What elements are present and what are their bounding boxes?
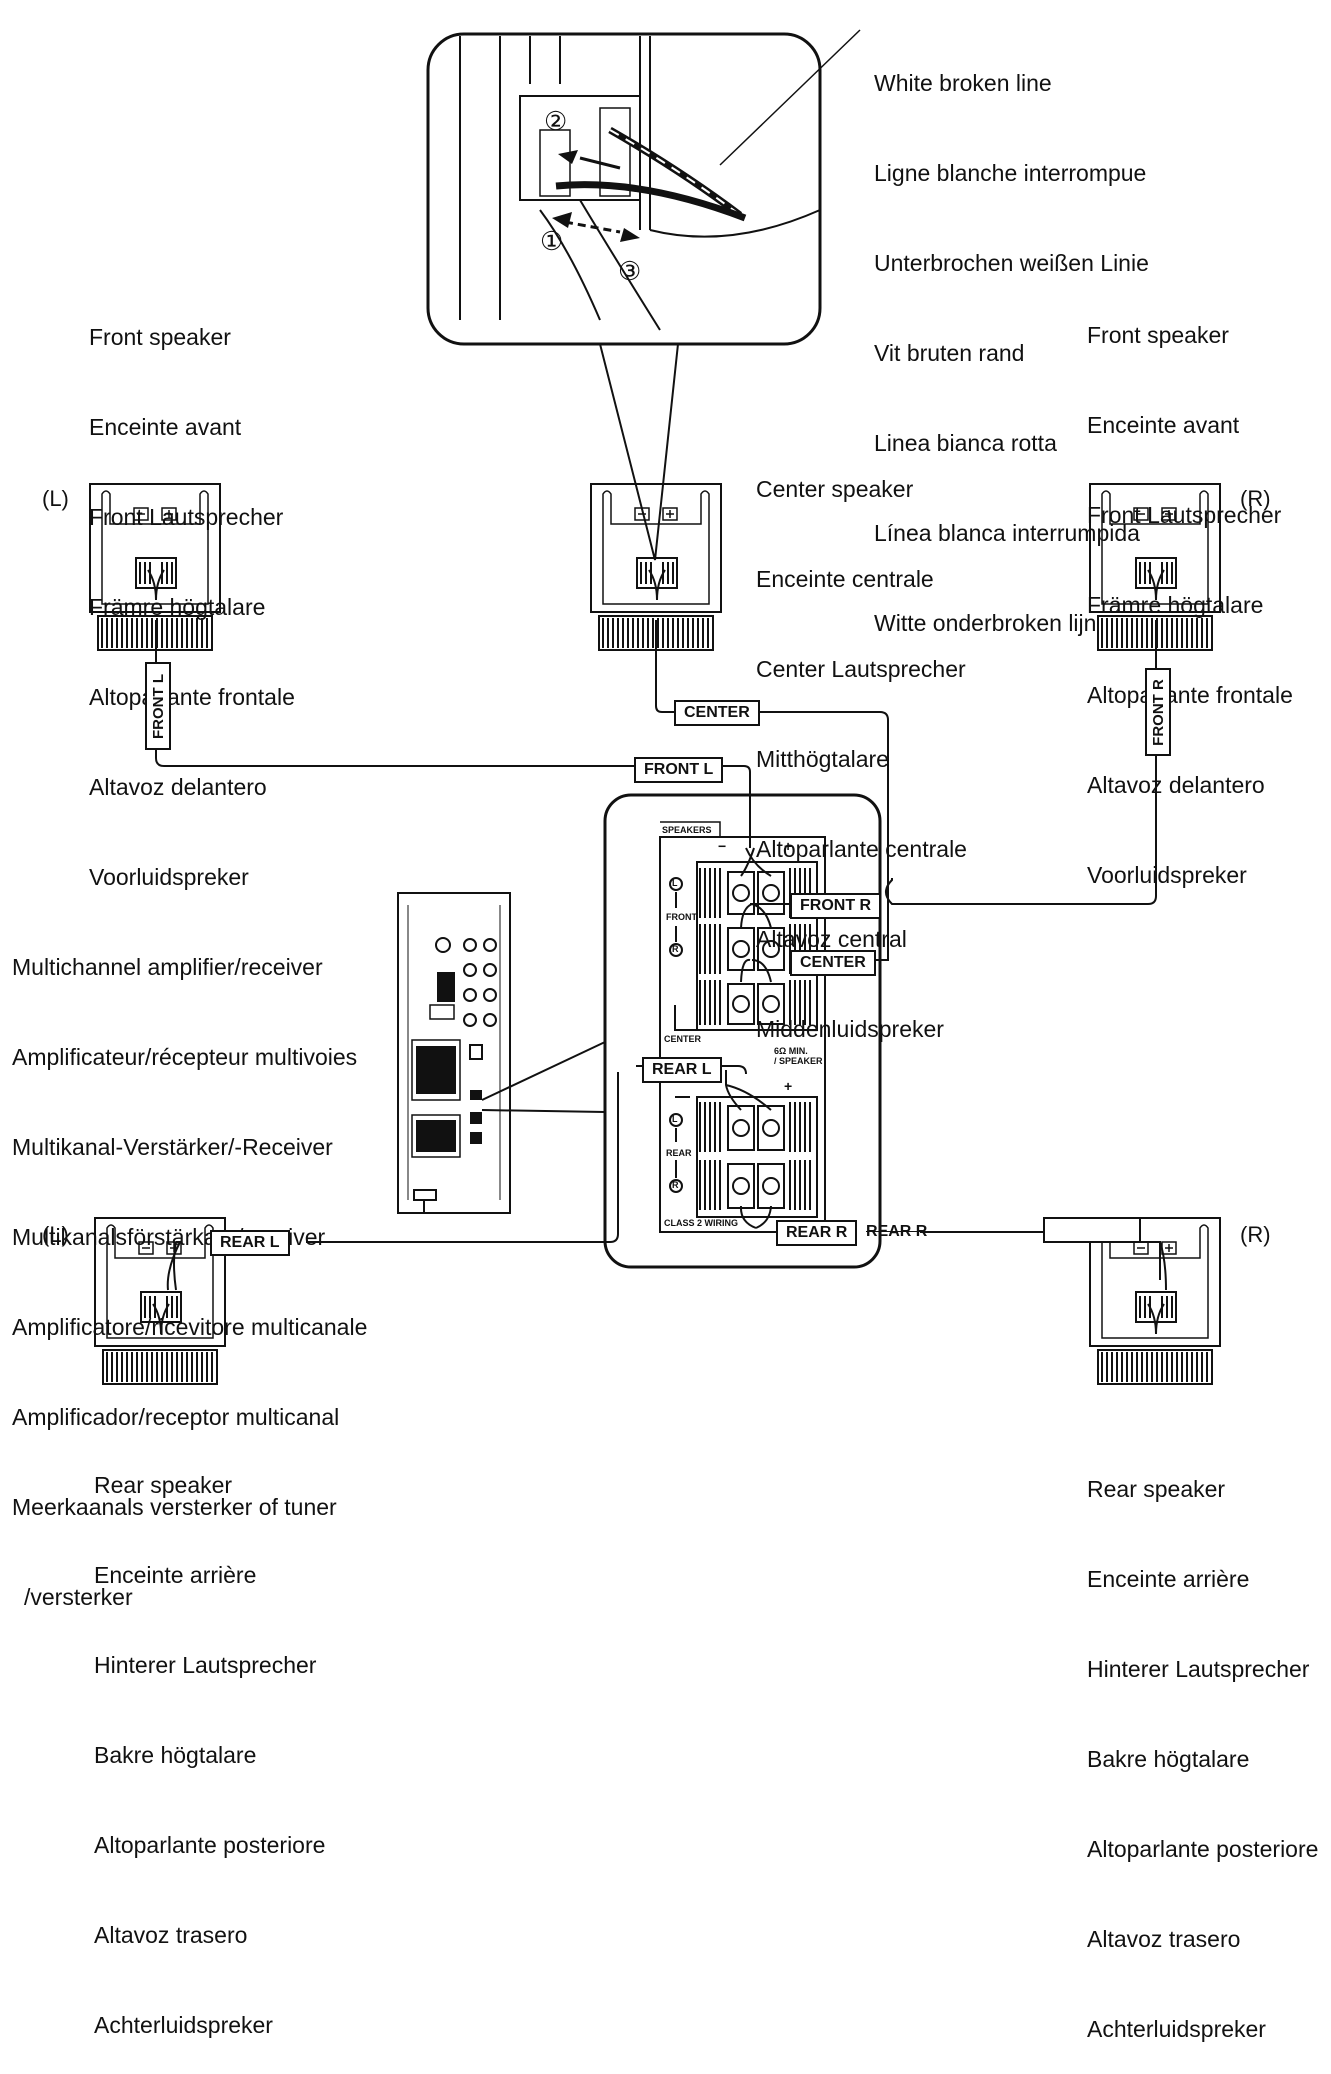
rear-left-label: Altoparlante posteriore bbox=[94, 1832, 326, 1858]
center-panel-cable-tag: CENTER bbox=[790, 950, 876, 976]
panel-front-label: FRONT bbox=[666, 912, 697, 922]
amplifier-label: Amplificateur/récepteur multivoies bbox=[12, 1044, 358, 1070]
amplifier-label: /versterker bbox=[24, 1584, 133, 1610]
rear-l-panel-cable-tag: REAR L bbox=[642, 1057, 722, 1083]
amplifier-label: Multikanal-Verstärker/-Receiver bbox=[12, 1134, 333, 1160]
amplifier-labels: Multichannel amplifier/receiver Amplific… bbox=[12, 892, 367, 1642]
rear-left-speaker-labels: Rear speaker Enceinte arrière Hinterer L… bbox=[94, 1410, 325, 2070]
rear-right-label: Altoparlante posteriore bbox=[1087, 1836, 1319, 1862]
front-right-label: Altoparlante frontale bbox=[1087, 682, 1293, 708]
panel-minus-label: − bbox=[718, 838, 727, 854]
rear-right-label: Altavoz trasero bbox=[1087, 1926, 1241, 1952]
center-label: Altavoz central bbox=[756, 926, 907, 952]
panel-rear-l-label: L bbox=[672, 1114, 678, 1124]
rear-right-label: Rear speaker bbox=[1087, 1476, 1226, 1502]
amplifier-label: Meerkaanals versterker of tuner bbox=[12, 1494, 337, 1520]
rear-left-side-label: (L) bbox=[42, 1222, 69, 1247]
rear-right-label: Bakre högtalare bbox=[1087, 1746, 1250, 1772]
panel-wiring-label: CLASS 2 WIRING bbox=[664, 1218, 739, 1228]
rear-right-label: Enceinte arrière bbox=[1087, 1566, 1250, 1592]
rear-left-label: Achterluidspreker bbox=[94, 2012, 273, 2038]
rear-left-label: Hinterer Lautsprecher bbox=[94, 1652, 317, 1678]
front-right-label: Front speaker bbox=[1087, 322, 1229, 348]
panel-r-label: R bbox=[672, 944, 679, 954]
callout-white-broken-line-labels: White broken line Ligne blanche interrom… bbox=[874, 8, 1149, 668]
front-right-label: Enceinte avant bbox=[1087, 412, 1240, 438]
panel-rear-label: REAR bbox=[666, 1148, 692, 1158]
front-left-label: Front Lautsprecher bbox=[89, 504, 284, 530]
front-r-cable-tag-vertical: FRONT R bbox=[1145, 668, 1171, 756]
front-right-label: Främre högtalare bbox=[1087, 592, 1264, 618]
rear-right-label: Achterluidspreker bbox=[1087, 2016, 1266, 2042]
rear-right-side-label: (R) bbox=[1240, 1222, 1271, 1247]
callout-label: Ligne blanche interrompue bbox=[874, 160, 1147, 186]
front-l-cable-tag: FRONT L bbox=[634, 757, 724, 783]
rear-r-overstrike-tag: REAR R bbox=[866, 1223, 928, 1240]
front-left-label: Främre högtalare bbox=[89, 594, 266, 620]
front-left-label: Altoparlante frontale bbox=[89, 684, 295, 710]
front-right-label: Voorluidspreker bbox=[1087, 862, 1247, 888]
callout-label: Línea blanca interrumpida bbox=[874, 520, 1140, 546]
front-left-label: Altavoz delantero bbox=[89, 774, 267, 800]
rear-left-label: Rear speaker bbox=[94, 1472, 233, 1498]
center-label: Altoparlante centrale bbox=[756, 836, 967, 862]
front-r-cable-tag-text: FRONT R bbox=[1149, 678, 1167, 746]
rear-left-label: Enceinte arrière bbox=[94, 1562, 257, 1588]
front-left-label: Front speaker bbox=[89, 324, 231, 350]
callout-label: Vit bruten rand bbox=[874, 340, 1025, 366]
front-right-label: Altavoz delantero bbox=[1087, 772, 1265, 798]
wiring-diagram-art bbox=[89, 29, 1221, 1385]
panel-l-label: L bbox=[672, 878, 678, 888]
front-left-label: Enceinte avant bbox=[89, 414, 242, 440]
center-label: Mitthögtalare bbox=[756, 746, 889, 772]
panel-center-label: CENTER bbox=[664, 1034, 702, 1044]
center-label: Enceinte centrale bbox=[756, 566, 934, 592]
center-label: Center Lautsprecher bbox=[756, 656, 966, 682]
front-r-cable-tag: FRONT R bbox=[790, 893, 882, 919]
front-right-label: Front Lautsprecher bbox=[1087, 502, 1282, 528]
center-speaker-labels: Center speaker Enceinte centrale Center … bbox=[756, 414, 967, 1074]
rear-left-label: Altavoz trasero bbox=[94, 1922, 248, 1948]
panel-rear-r-label: R bbox=[672, 1180, 679, 1190]
front-right-side-label: (R) bbox=[1240, 486, 1271, 511]
front-left-speaker-labels: Front speaker Enceinte avant Front Lauts… bbox=[89, 262, 295, 922]
panel-rear-plus-label: + bbox=[784, 1078, 793, 1094]
callout-label: White broken line bbox=[874, 70, 1052, 96]
front-right-speaker-labels: Front speaker Enceinte avant Front Lauts… bbox=[1087, 260, 1293, 920]
rear-right-label: Hinterer Lautsprecher bbox=[1087, 1656, 1310, 1682]
panel-impedance-label: 6Ω MIN. / SPEAKER bbox=[774, 1046, 823, 1066]
panel-plus-label: + bbox=[784, 838, 793, 854]
amplifier-label: Amplificatore/ricevitore multicanale bbox=[12, 1314, 368, 1340]
front-l-cable-tag-text: FRONT L bbox=[149, 673, 167, 739]
center-label: Center speaker bbox=[756, 476, 914, 502]
callout-label: Linea bianca rotta bbox=[874, 430, 1057, 456]
callout-label: Unterbrochen weißen Linie bbox=[874, 250, 1149, 276]
front-l-cable-tag-vertical: FRONT L bbox=[145, 662, 171, 750]
front-left-label: Voorluidspreker bbox=[89, 864, 249, 890]
rear-left-label: Bakre högtalare bbox=[94, 1742, 257, 1768]
step-2-marker: ② bbox=[544, 106, 568, 136]
front-left-side-label: (L) bbox=[42, 486, 69, 511]
rear-right-speaker-labels: Rear speaker Enceinte arrière Hinterer L… bbox=[1087, 1414, 1318, 2074]
step-1-marker: ① bbox=[540, 226, 564, 256]
center-cable-tag: CENTER bbox=[674, 700, 760, 726]
amplifier-label: Amplificador/receptor multicanal bbox=[12, 1404, 340, 1430]
rear-l-cable-tag: REAR L bbox=[210, 1230, 290, 1256]
callout-label: Witte onderbroken lijn bbox=[874, 610, 1097, 636]
panel-speakers-label: SPEAKERS bbox=[662, 825, 712, 835]
rear-r-cable-tag: REAR R bbox=[776, 1220, 858, 1246]
step-3-marker: ③ bbox=[618, 256, 642, 286]
amplifier-label: Multichannel amplifier/receiver bbox=[12, 954, 323, 980]
center-label: Middenluidspreker bbox=[756, 1016, 944, 1042]
